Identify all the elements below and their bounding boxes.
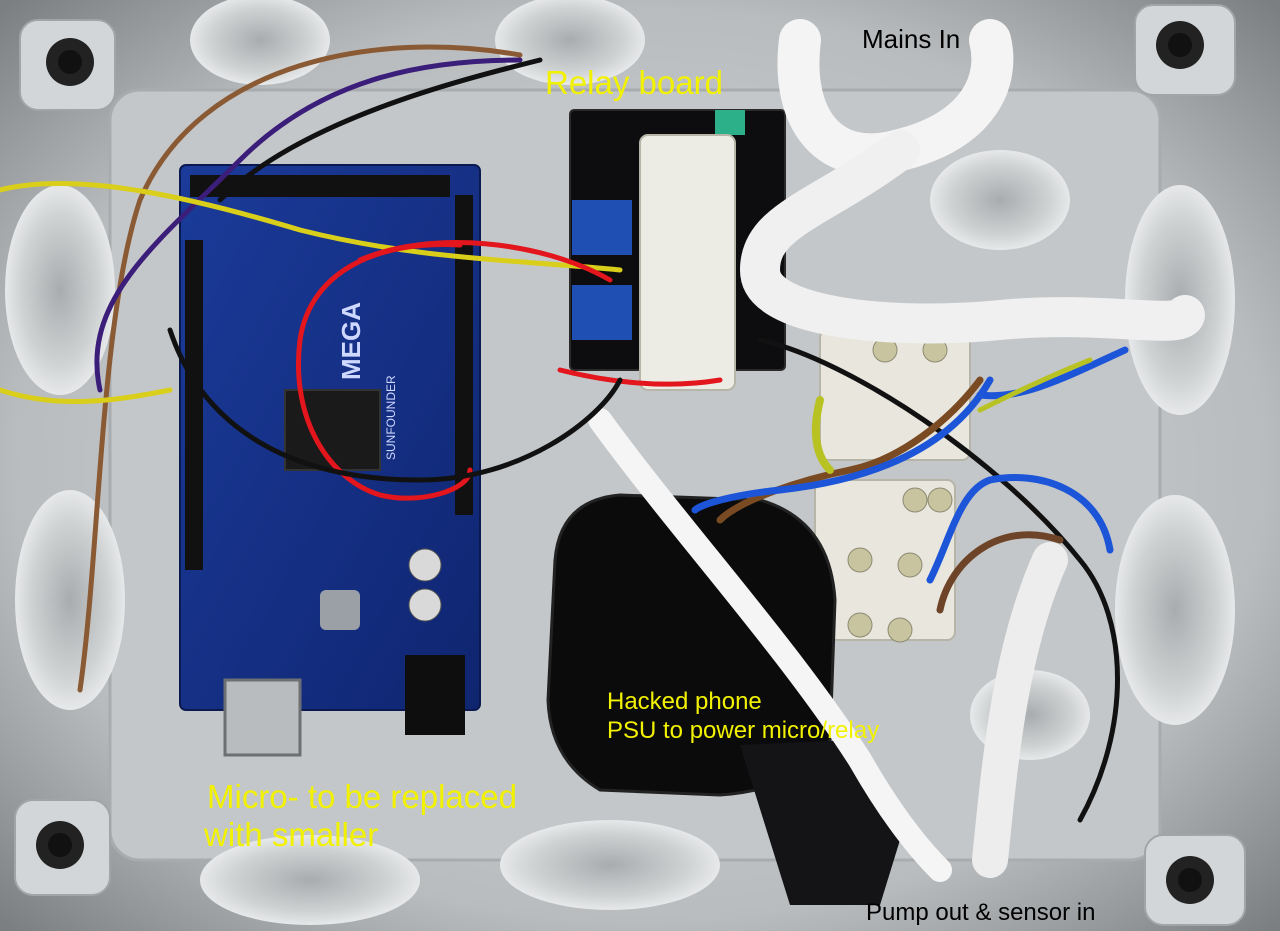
phone-psu-label-line1: Hacked phone [607, 688, 762, 715]
relay-board-label: Relay board [545, 64, 723, 101]
mains-in-label: Mains In [862, 24, 961, 54]
knockout-hole [200, 835, 420, 925]
knockout-hole [930, 150, 1070, 250]
wires [0, 44, 1129, 823]
micro-label-line1: Micro- to be replaced [207, 778, 517, 815]
knockout-hole [1115, 495, 1235, 725]
knockout-hole [190, 0, 330, 85]
pump-out-label: Pump out & sensor in [866, 899, 1096, 926]
terminal-block [639, 134, 971, 643]
knockout-hole [500, 820, 720, 910]
svg-text:SUNFOUNDER: SUNFOUNDER [384, 375, 398, 460]
svg-text:MEGA: MEGA [336, 302, 366, 380]
knockout-hole [5, 185, 115, 395]
arduino-mega-board: MEGA SUNFOUNDER [179, 164, 481, 757]
micro-label-line2: with smaller [204, 816, 379, 853]
mains-cable [588, 19, 1205, 882]
screw-posts [14, 4, 1246, 926]
knockout-hole [15, 490, 125, 710]
phone-psu-label-line2: PSU to power micro/relay [607, 717, 880, 744]
